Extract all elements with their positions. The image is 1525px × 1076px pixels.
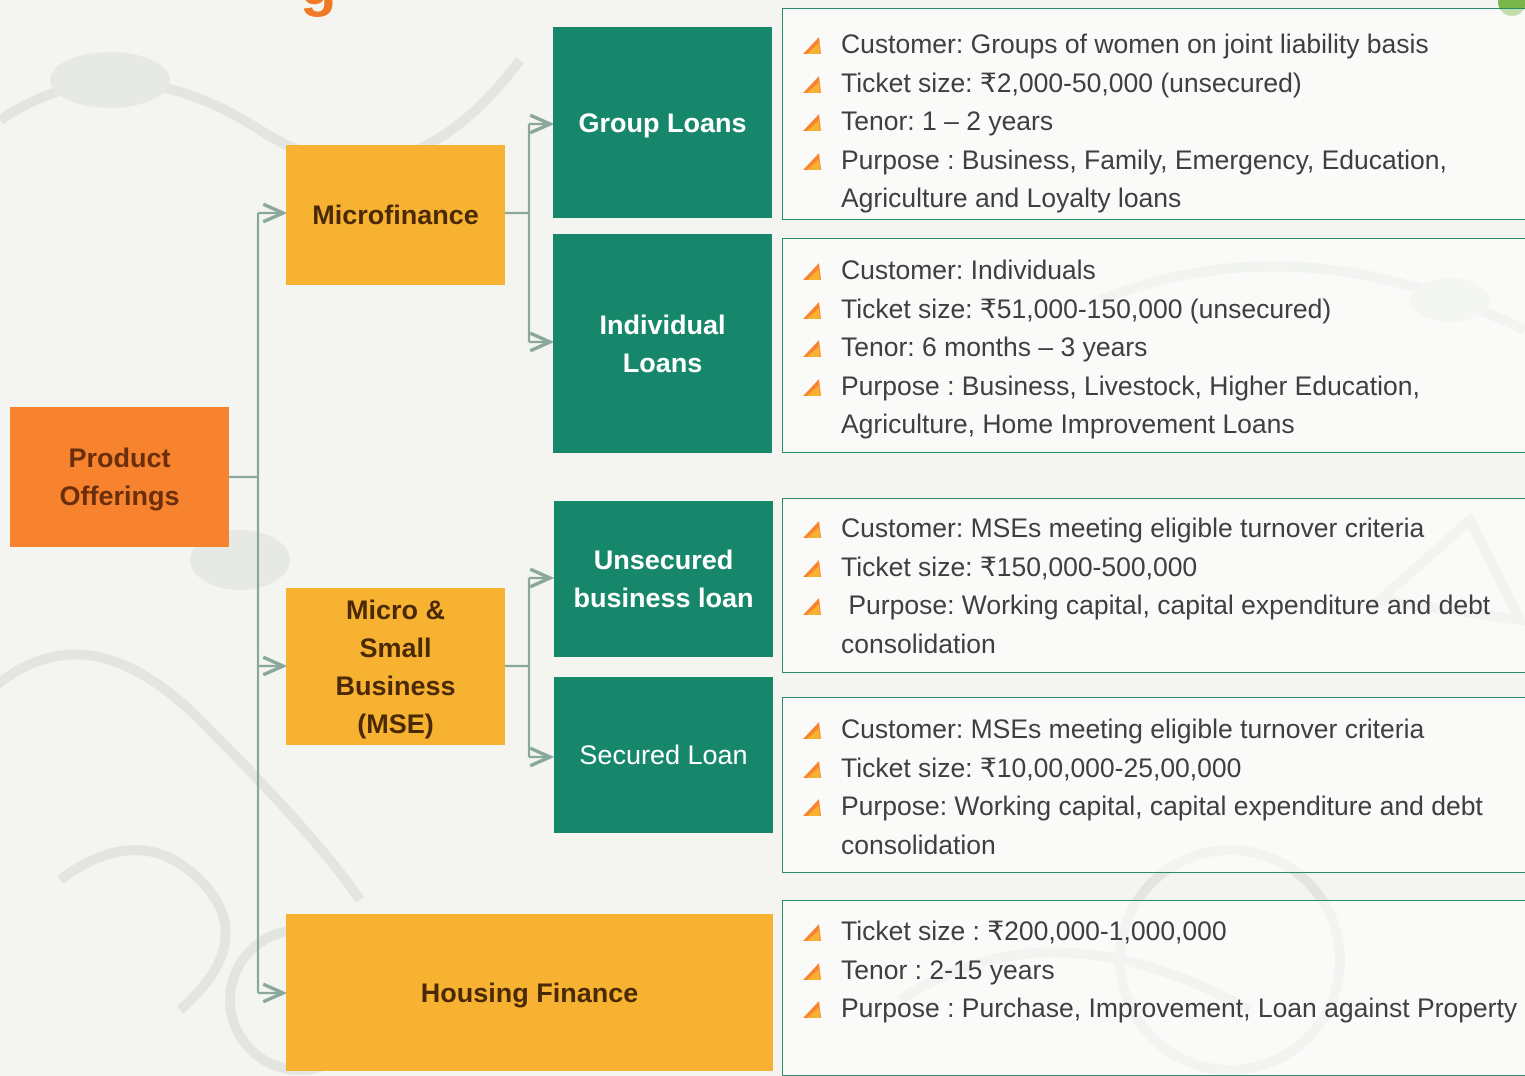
detail-panel-individual-loans: Customer: Individuals Ticket size: ₹51,0… — [782, 238, 1525, 453]
bullet-icon — [803, 114, 821, 131]
detail-item: Tenor: 1 – 2 years — [801, 102, 1520, 141]
product-unsecured-business-loan: Unsecured business loan — [554, 501, 773, 657]
category-label: Microfinance — [312, 200, 479, 230]
bullet-icon — [803, 152, 821, 170]
detail-item: Ticket size: ₹51,000-150,000 (unsecured) — [801, 290, 1520, 329]
product-label: Group Loans — [578, 107, 747, 138]
detail-item: Customer: MSEs meeting eligible turnover… — [801, 710, 1520, 749]
bullet-icon — [803, 1001, 821, 1018]
detail-item: Customer: MSEs meeting eligible turnover… — [801, 509, 1520, 548]
bullet-icon — [803, 263, 821, 280]
detail-item: Ticket size: ₹2,000-50,000 (unsecured) — [801, 64, 1520, 103]
root-label: Product Offerings — [59, 443, 180, 511]
product-label: Unsecured business loan — [573, 545, 754, 613]
detail-item: Tenor: 6 months – 3 years — [801, 328, 1520, 367]
bullet-icon — [803, 760, 821, 778]
product-label: Individual Loans — [599, 309, 726, 378]
detail-panel-unsecured-business-loan: Customer: MSEs meeting eligible turnover… — [782, 498, 1525, 673]
bullet-icon — [803, 598, 821, 615]
bullet-icon — [803, 340, 821, 357]
root-node: Product Offerings — [10, 407, 229, 547]
bullet-icon — [803, 521, 821, 538]
category-label: Micro & Small Business (MSE) — [335, 594, 456, 739]
detail-panel-group-loans: Customer: Groups of women on joint liabi… — [782, 8, 1525, 220]
detail-item: Purpose : Business, Family, Emergency, E… — [801, 141, 1520, 218]
detail-item: Ticket size: ₹150,000-500,000 — [801, 548, 1520, 587]
detail-item: Tenor : 2-15 years — [801, 951, 1520, 990]
category-mse: Micro & Small Business (MSE) — [286, 588, 505, 745]
detail-item: Purpose: Working capital, capital expend… — [801, 787, 1520, 864]
category-label: Housing Finance — [420, 977, 639, 1008]
bullet-icon — [803, 378, 821, 396]
product-label: Secured Loan — [579, 740, 748, 770]
detail-item: Customer: Groups of women on joint liabi… — [801, 25, 1520, 64]
bullet-icon — [803, 924, 821, 941]
detail-item: Purpose : Business, Livestock, Higher Ed… — [801, 367, 1520, 444]
bullet-icon — [803, 301, 821, 319]
detail-panel-housing-finance: Ticket size : ₹200,000-1,000,000 Tenor :… — [782, 900, 1525, 1076]
bullet-icon — [803, 559, 821, 577]
bullet-icon — [803, 962, 821, 980]
detail-panel-secured-loan: Customer: MSEs meeting eligible turnover… — [782, 697, 1525, 873]
detail-item: Purpose: Working capital, capital expend… — [801, 586, 1520, 663]
product-secured-loan: Secured Loan — [554, 677, 773, 833]
title-fragment: g — [300, 0, 337, 14]
detail-item: Ticket size: ₹10,00,000-25,00,000 — [801, 749, 1520, 788]
detail-item: Ticket size : ₹200,000-1,000,000 — [801, 912, 1520, 951]
bullet-icon — [803, 722, 821, 739]
product-individual-loans: Individual Loans — [553, 234, 772, 453]
detail-item: Purpose : Purchase, Improvement, Loan ag… — [801, 989, 1520, 1028]
detail-item: Customer: Individuals — [801, 251, 1520, 290]
category-microfinance: Microfinance — [286, 145, 505, 285]
bullet-icon — [803, 37, 821, 54]
product-group-loans: Group Loans — [553, 27, 772, 218]
bullet-icon — [803, 75, 821, 93]
category-housing-finance: Housing Finance — [286, 914, 773, 1071]
bullet-icon — [803, 799, 821, 816]
